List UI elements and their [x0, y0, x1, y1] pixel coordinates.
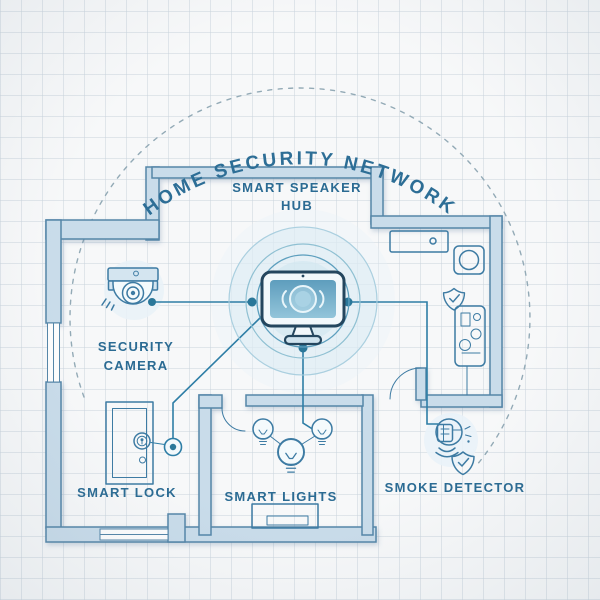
lightbulb-icon	[311, 418, 333, 445]
shelf-icon	[389, 230, 449, 253]
smoke-detector-icon	[435, 418, 472, 458]
smart-lock-label: SMART LOCK	[77, 485, 177, 500]
connection-dot-hub-left	[247, 297, 257, 307]
lightbulb-icon	[252, 418, 274, 445]
appliance-icon	[453, 245, 485, 275]
lightbulb-icon	[277, 438, 305, 473]
smart-lights-label: SMART LIGHTS	[224, 489, 337, 504]
smart-lights-icons	[252, 418, 333, 473]
wall-window-left	[47, 322, 60, 383]
shield-check-icon	[442, 287, 466, 311]
hub-label-line1: SMART SPEAKER	[232, 180, 362, 195]
connection-dot-hub-bottom	[298, 343, 308, 353]
connection-dot-hub-right	[343, 297, 353, 307]
floorplan-walls	[45, 166, 503, 543]
keypad-panel-icon	[454, 305, 486, 396]
dashed-boundary-circle	[69, 87, 531, 467]
security-camera-label-line1: SECURITY	[98, 339, 174, 354]
hub-label-line2: HUB	[281, 198, 313, 213]
connection-line-smoke	[347, 301, 439, 425]
wall-door-threshold-bottom	[99, 528, 169, 541]
door-arc-right-room	[389, 367, 422, 400]
connection-line-lock	[172, 315, 263, 439]
security-camera-label-line2: CAMERA	[104, 358, 169, 373]
smoke-signal-waves	[435, 447, 459, 458]
security-camera-icon	[101, 267, 159, 311]
smart-hub-device	[260, 270, 346, 346]
connection-lines	[148, 297, 439, 457]
camera-signal-waves	[101, 298, 115, 311]
door-arc-interior	[221, 407, 246, 432]
connection-dot-camera	[148, 298, 156, 306]
connection-line-lights	[302, 347, 315, 431]
alert-marks	[464, 426, 472, 437]
bed-icon	[251, 503, 319, 529]
smart-lock-door-icon	[105, 401, 154, 485]
lock-connector-dot	[169, 443, 177, 451]
shield-check-icon	[451, 451, 475, 476]
smoke-halo	[424, 413, 478, 467]
smoke-detector-label: SMOKE DETECTOR	[385, 480, 526, 495]
hub-screen-icon	[281, 285, 325, 313]
